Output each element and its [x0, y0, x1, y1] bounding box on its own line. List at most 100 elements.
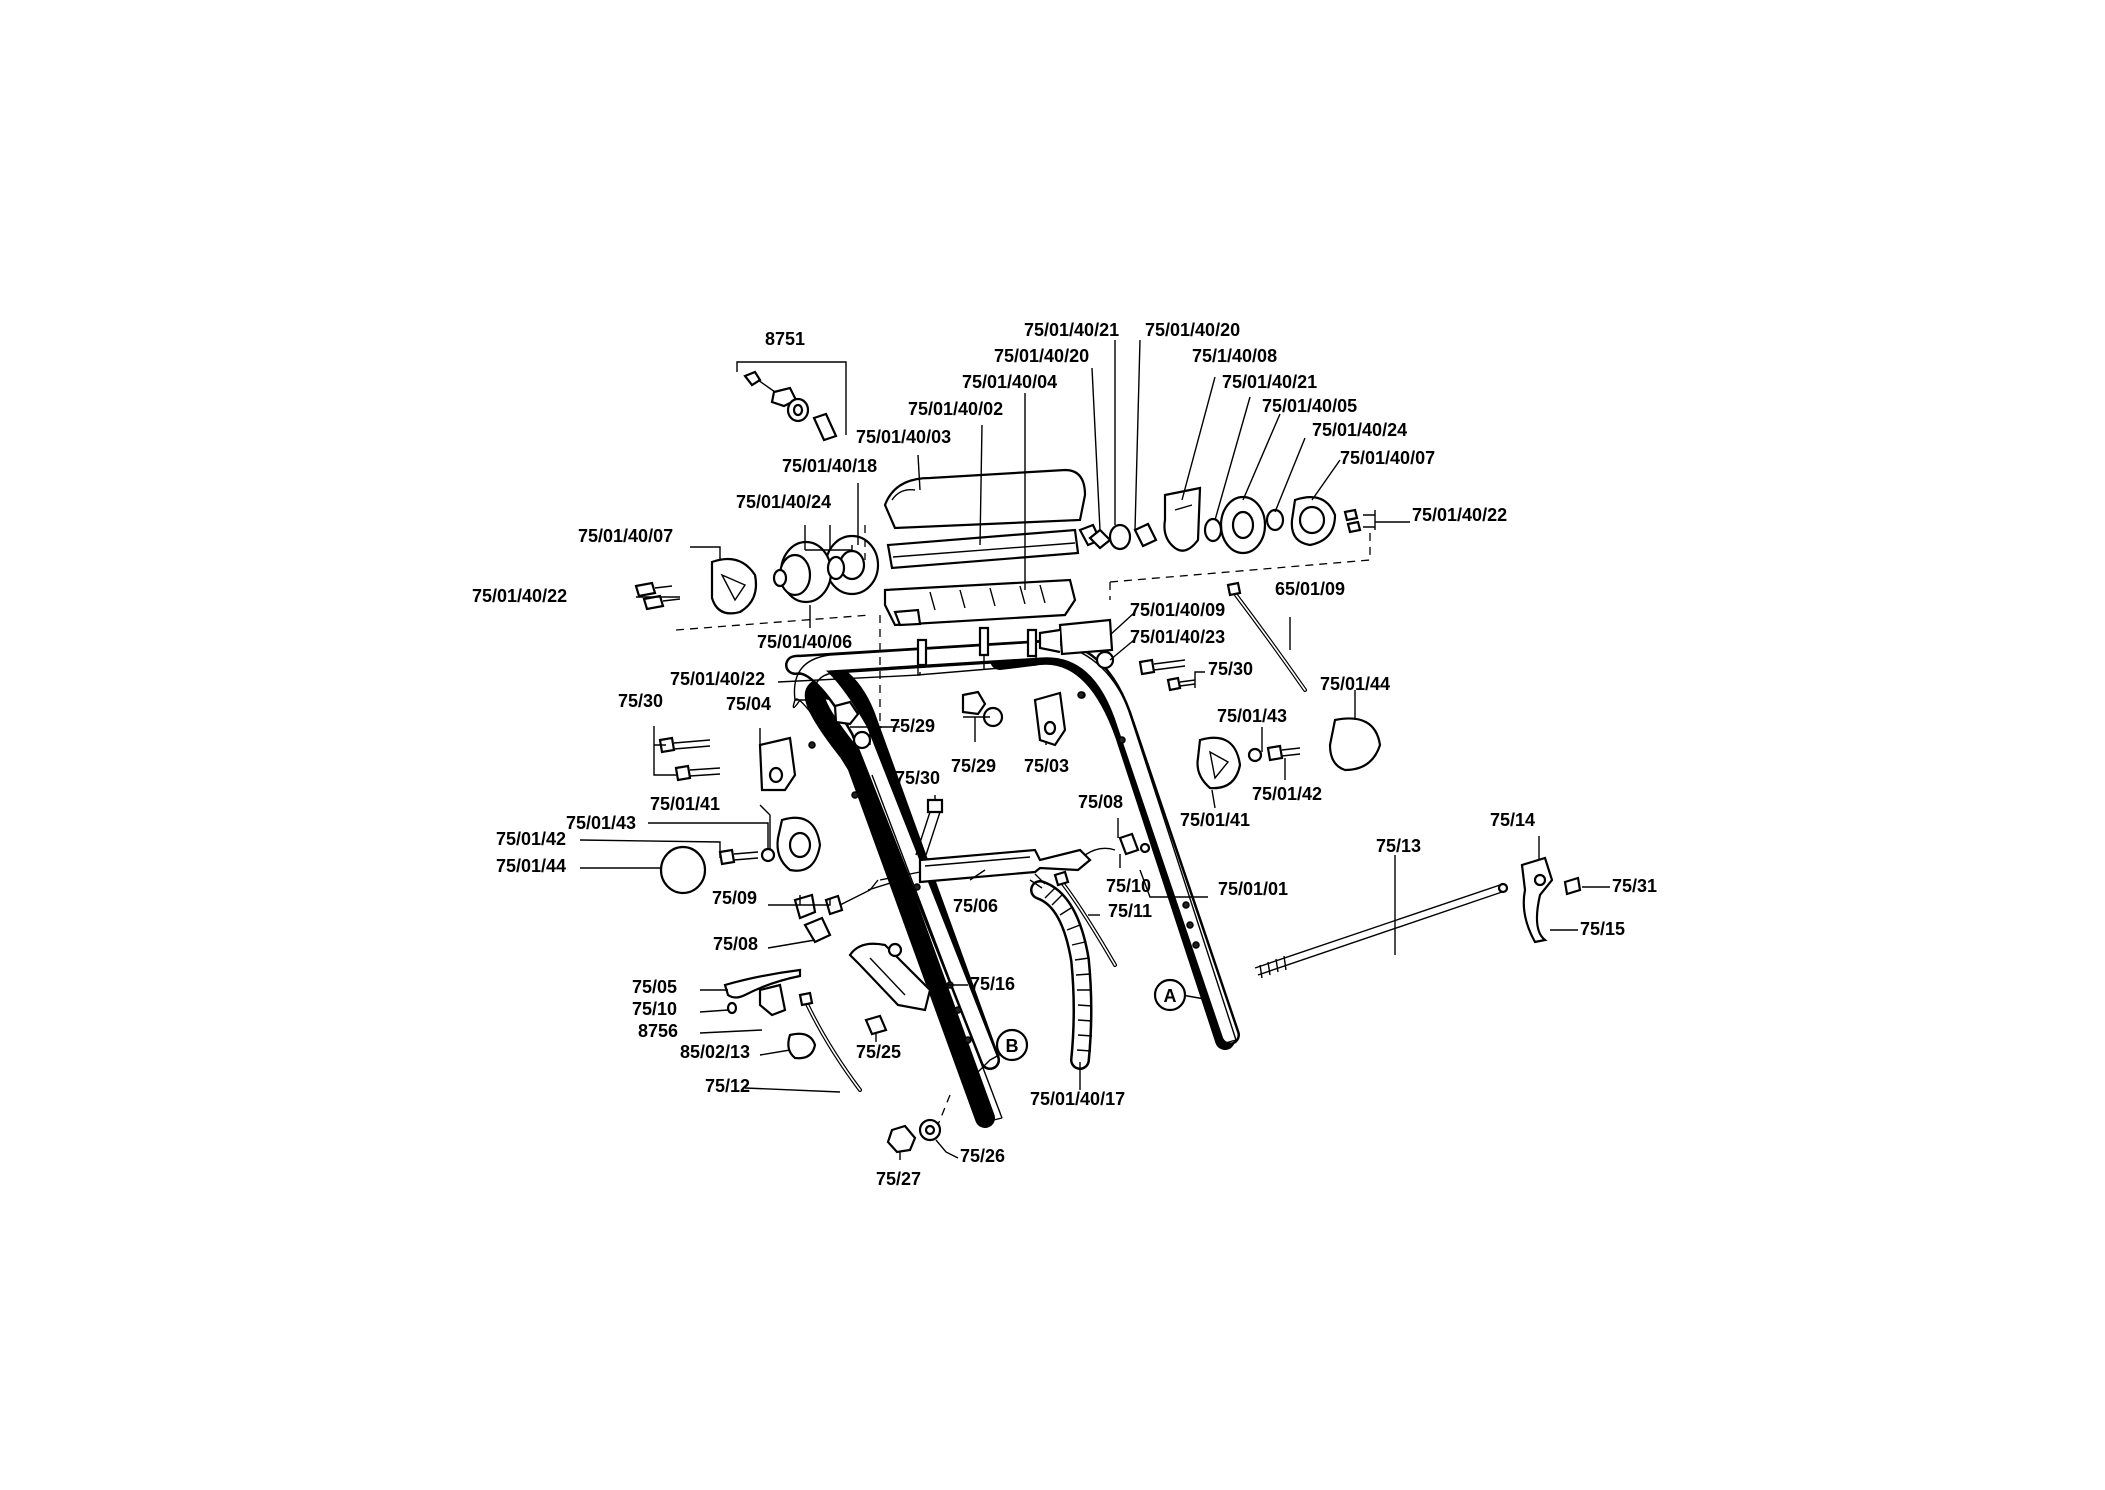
part-75-04 [758, 736, 797, 792]
bolts-75-30-right [1138, 658, 1196, 692]
link-75-06-end [1084, 847, 1116, 856]
label-75-01-01: 75/01/01 [1218, 879, 1288, 899]
label-75-01-40-23: 75/01/40/23 [1130, 627, 1225, 647]
knob-75-01-41-right [1196, 736, 1242, 790]
bar-75-06 [867, 848, 1092, 891]
label-75-01-40-05: 75/01/40/05 [1262, 396, 1357, 416]
label-85-02-13: 85/02/13 [680, 1042, 750, 1062]
handle-frame [785, 639, 1240, 1128]
nuts-75-29 [833, 690, 1004, 750]
grip-cover-75-01-40-03 [883, 468, 1087, 530]
label-75-27: 75/27 [876, 1169, 921, 1189]
left-screws-75-01-40-22 [634, 581, 681, 611]
label-75-1-40-08: 75/1/40/08 [1192, 346, 1277, 366]
label-75-04: 75/04 [726, 694, 771, 714]
rod-75-13 [1254, 882, 1509, 979]
knob-75-01-41-left [776, 816, 822, 872]
washer-75-01-43-right [1247, 747, 1263, 763]
label-75-01-40-22-l: 75/01/40/22 [472, 586, 567, 606]
label-75-01-40-04: 75/01/40/04 [962, 372, 1057, 392]
right-end-stack [1078, 486, 1375, 555]
pin-75-31 [1563, 876, 1582, 896]
lever-75-14 [1520, 856, 1554, 944]
bracket-75-16 [848, 942, 932, 1012]
label-75-01-40-17: 75/01/40/17 [1030, 1089, 1125, 1109]
label-75-16: 75/16 [970, 974, 1015, 994]
clamp-75-08-right [1118, 832, 1151, 856]
screw-75-01-42-left [718, 848, 759, 866]
ring-75-01-40-23 [1095, 650, 1115, 670]
label-75-01-43-l: 75/01/43 [566, 813, 636, 833]
label-75-01-41-l: 75/01/41 [650, 794, 720, 814]
label-8756: 8756 [638, 1021, 678, 1041]
label-8751: 8751 [765, 329, 805, 349]
label-75-01-40-18: 75/01/40/18 [782, 456, 877, 476]
callout-b-text: B [1006, 1036, 1019, 1056]
label-75-10-r: 75/10 [1106, 876, 1151, 896]
lever-75-05 [723, 968, 802, 1017]
label-75-01-40-21-top: 75/01/40/21 [1024, 320, 1119, 340]
label-75-01-44-r: 75/01/44 [1320, 674, 1390, 694]
label-75-15: 75/15 [1580, 919, 1625, 939]
label-75-30-m: 75/30 [895, 768, 940, 788]
label-75-01-40-20-b: 75/01/40/20 [994, 346, 1089, 366]
label-75-05: 75/05 [632, 977, 677, 997]
part-labels: 8751 75/01/40/21 75/01/40/20 75/01/40/20… [472, 320, 1657, 1189]
nut-75-25 [864, 1014, 888, 1036]
leader-lines [579, 339, 1610, 1160]
label-75-13: 75/13 [1376, 836, 1421, 856]
label-75-01-40-22-m: 75/01/40/22 [670, 669, 765, 689]
label-75-01-40-21-b: 75/01/40/21 [1222, 372, 1317, 392]
label-75-01-44-l: 75/01/44 [496, 856, 566, 876]
grip-screws [916, 626, 1038, 676]
label-75-10-l: 75/10 [632, 999, 677, 1019]
nut-75-27 [886, 1124, 917, 1154]
cable-75-12-end [798, 991, 814, 1007]
screw-75-01-42-right [1266, 744, 1301, 762]
label-75-01-40-07-r: 75/01/40/07 [1340, 448, 1435, 468]
label-75-01-40-24-l: 75/01/40/24 [736, 492, 831, 512]
clip-85-02-13 [787, 1032, 817, 1060]
label-75-31: 75/31 [1612, 876, 1657, 896]
label-75-01-43-r: 75/01/43 [1217, 706, 1287, 726]
left-end-stack [710, 534, 880, 615]
label-75-01-40-03: 75/01/40/03 [856, 427, 951, 447]
bolts-75-30-left [658, 736, 721, 782]
label-75-08-l: 75/08 [713, 934, 758, 954]
conduit-75-01-40-17 [1029, 873, 1093, 1070]
callout-a-text: A [1164, 986, 1177, 1006]
bolt-75-30-middle [915, 798, 944, 856]
label-75-29-a: 75/29 [890, 716, 935, 736]
part-75-03 [1033, 691, 1067, 747]
cap-75-01-44-left [659, 845, 707, 895]
label-75-11: 75/11 [1108, 901, 1152, 921]
label-75-09: 75/09 [712, 888, 757, 908]
label-75-01-40-09: 75/01/40/09 [1130, 600, 1225, 620]
label-65-01-09: 65/01/09 [1275, 579, 1345, 599]
label-75-30-r: 75/30 [1208, 659, 1253, 679]
label-75-06: 75/06 [953, 896, 998, 916]
label-75-30-l: 75/30 [618, 691, 663, 711]
washer-75-01-43-left [760, 847, 776, 863]
label-75-12: 75/12 [705, 1076, 750, 1096]
cap-75-01-44-right [1328, 717, 1382, 772]
clamp-75-08-left [803, 916, 832, 944]
label-75-08-r: 75/08 [1078, 792, 1123, 812]
fitting-75-09 [793, 879, 879, 920]
label-75-25: 75/25 [856, 1042, 901, 1062]
label-75-26: 75/26 [960, 1146, 1005, 1166]
switch-box-75-01-40-09 [1038, 618, 1114, 656]
label-75-14: 75/14 [1490, 810, 1535, 830]
label-75-01-40-06: 75/01/40/06 [757, 632, 852, 652]
label-75-01-41-r: 75/01/41 [1180, 810, 1250, 830]
callout-b: B [995, 1028, 1029, 1062]
label-75-01-40-24-r: 75/01/40/24 [1312, 420, 1407, 440]
part-8751-group [736, 361, 847, 442]
callout-a: A [1153, 978, 1187, 1012]
label-75-01-40-07-l: 75/01/40/07 [578, 526, 673, 546]
label-75-01-40-22-r: 75/01/40/22 [1412, 505, 1507, 525]
label-75-01-42-r: 75/01/42 [1252, 784, 1322, 804]
grip-bar-75-01-40-02 [886, 528, 1080, 570]
label-75-01-40-20-top: 75/01/40/20 [1145, 320, 1240, 340]
